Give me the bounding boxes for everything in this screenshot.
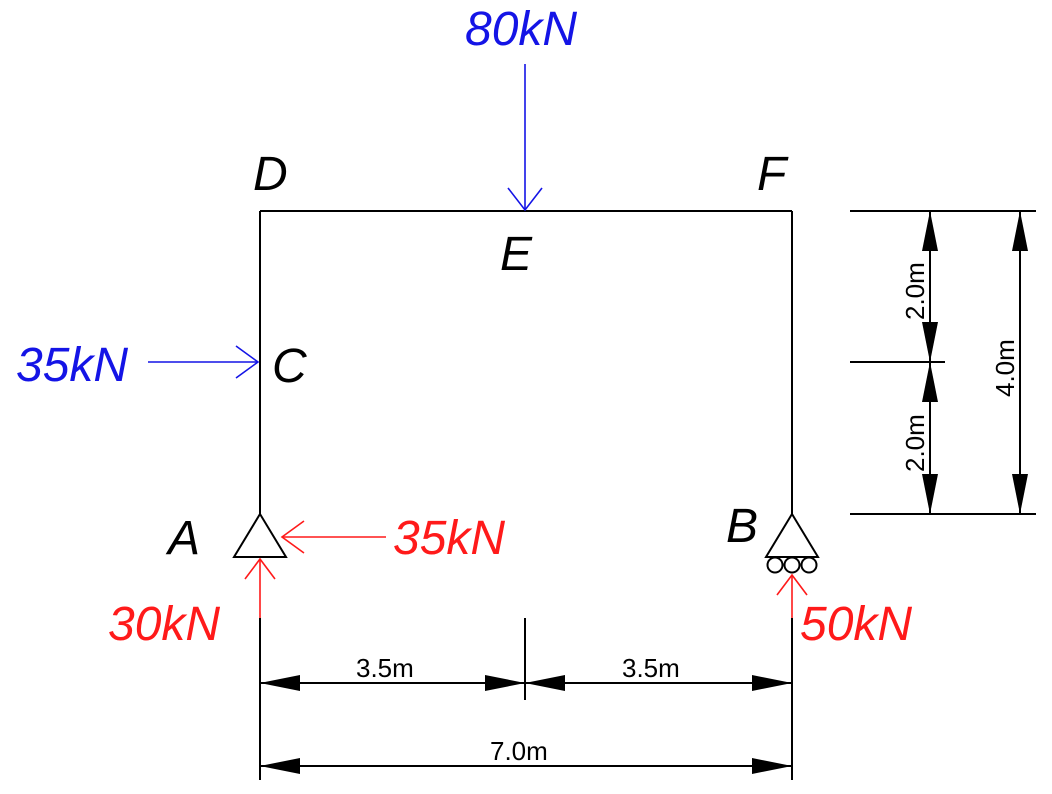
pin-support-a [232,512,288,558]
load-label-left: 35kN [16,339,128,392]
reaction-label-vertical-b: 50kN [800,598,912,651]
reaction-label-horizontal-a: 35kN [393,512,505,565]
dimension-label-right-span: 3.5m [622,653,680,683]
dimension-label-left-span: 3.5m [356,653,414,683]
load-arrow-top [507,64,543,212]
node-label-e: E [500,228,533,281]
reaction-label-vertical-a: 30kN [108,598,220,651]
horizontal-dimensions [259,618,793,780]
node-label-b: B [726,500,758,553]
load-arrow-left [148,345,260,379]
node-label-d: D [253,148,288,201]
dimension-label-total-span: 7.0m [490,736,548,766]
dimension-label-total-height: 4.0m [990,339,1020,397]
load-label-top: 80kN [465,3,577,56]
dimension-label-lower-height: 2.0m [900,414,930,472]
vertical-dimensions [850,210,1036,515]
reaction-arrow-horizontal-a [280,520,386,554]
roller-support-b [764,512,820,574]
node-label-f: F [757,148,789,201]
node-label-c: C [272,340,307,393]
frame-members [259,210,793,514]
node-label-a: A [165,512,200,565]
dimension-label-upper-height: 2.0m [900,262,930,320]
